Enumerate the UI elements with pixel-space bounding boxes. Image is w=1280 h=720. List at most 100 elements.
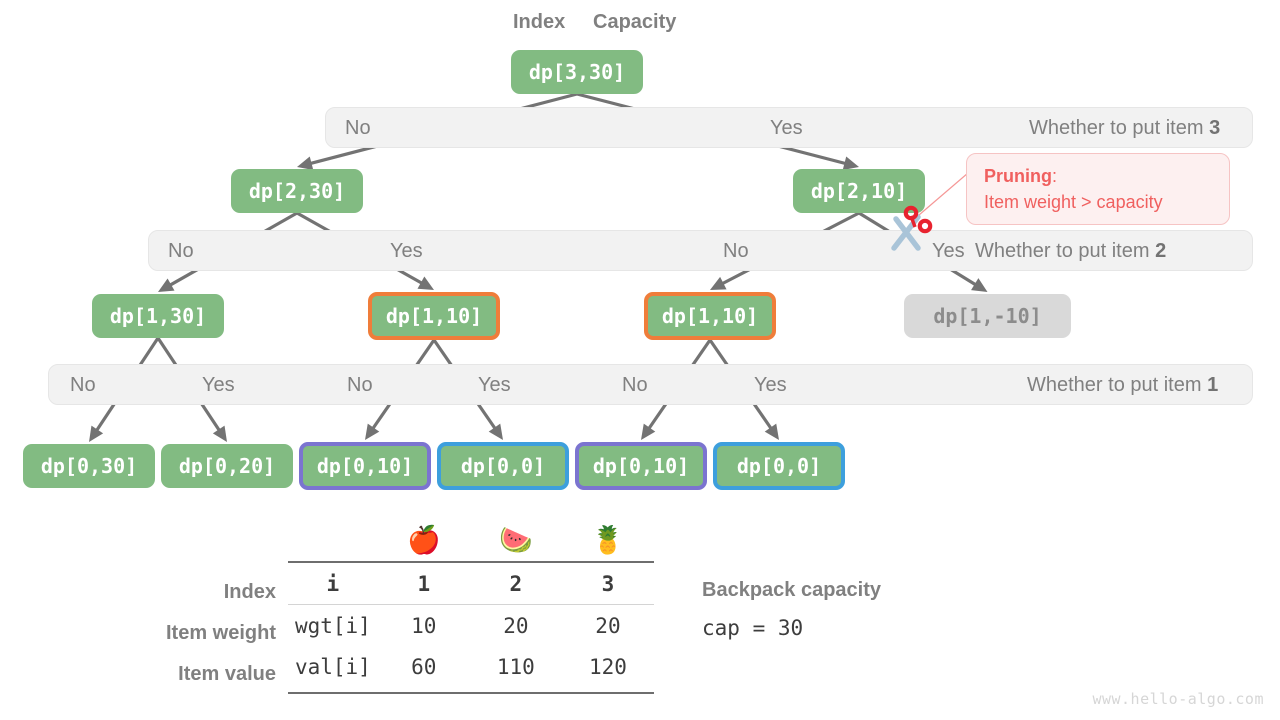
decision-band-band2 — [148, 230, 1253, 271]
band-title-item-number: 3 — [1209, 117, 1221, 139]
header-label-index: Index — [513, 11, 566, 33]
band-choice-band2-1-yes: Yes — [390, 240, 423, 262]
tree-node-l2b: dp[1,10] — [368, 292, 500, 340]
table-bottom-rule — [288, 692, 654, 694]
header-label-capacity: Capacity — [593, 11, 677, 33]
band-choice-band1-2-no: No — [347, 374, 373, 396]
scissors-handle-stem — [909, 215, 917, 228]
decision-band-band1 — [48, 364, 1253, 405]
edge-l2b-l3c-arrowhead — [365, 423, 380, 440]
table-row-header: Index — [223, 581, 276, 603]
table-cell-pineapple-icon: 🍍 — [562, 519, 654, 562]
tree-node-label: dp[0,10] — [592, 454, 690, 478]
tree-node-label: dp[0,0] — [460, 454, 546, 478]
tree-node-label: dp[0,30] — [40, 454, 138, 478]
tree-node-l3a: dp[0,30] — [23, 444, 155, 488]
tree-node-label: dp[1,10] — [661, 304, 759, 328]
band-choice-band1-3-yes: Yes — [478, 374, 511, 396]
edge-l2b-l3d-arrowhead — [488, 423, 503, 440]
band-choice-band2-3-yes: Yes — [932, 240, 965, 262]
band-title-text: Whether to put item — [1029, 117, 1210, 139]
tree-node-l3d: dp[0,0] — [437, 442, 569, 490]
band-choice-band1-5-yes: Yes — [754, 374, 787, 396]
edge-l2c-l3e-arrowhead — [641, 423, 656, 440]
tree-node-label: dp[0,10] — [316, 454, 414, 478]
decision-band-band3 — [325, 107, 1253, 148]
pruning-title: Pruning — [984, 166, 1052, 186]
tree-node-l2d: dp[1,-10] — [904, 294, 1071, 338]
band-title-band2: Whether to put item 2 — [975, 241, 1166, 261]
scissors-handle-lower — [917, 218, 933, 234]
band-choice-band1-1-yes: Yes — [202, 374, 235, 396]
tree-node-label: dp[1,30] — [109, 304, 207, 328]
tree-node-label: dp[1,-10] — [933, 304, 1042, 328]
table-cell: 20 — [469, 604, 562, 646]
band-choice-band3-0-no: No — [345, 117, 371, 139]
table-cell: 1 — [377, 561, 470, 605]
pruning-callout: Pruning: Item weight > capacity — [966, 153, 1230, 225]
edge-l2a-l3b-arrowhead — [212, 425, 227, 442]
band-choice-band1-4-no: No — [622, 374, 648, 396]
pruning-colon: : — [1052, 166, 1058, 186]
table-cell: 20 — [561, 604, 654, 646]
tree-node-l2c: dp[1,10] — [644, 292, 776, 340]
scissors-icon — [891, 205, 933, 251]
band-title-text: Whether to put item — [975, 240, 1156, 262]
table-row-key: wgt[i] — [288, 604, 378, 646]
tree-node-l3c: dp[0,10] — [299, 442, 431, 490]
band-title-item-number: 1 — [1207, 374, 1219, 396]
tree-node-label: dp[2,30] — [248, 179, 346, 203]
edge-l2c-l3f-arrowhead — [764, 423, 779, 440]
edge-l1b-l2c-arrowhead — [710, 276, 727, 290]
tree-node-label: dp[0,20] — [178, 454, 276, 478]
band-title-band1: Whether to put item 1 — [1027, 375, 1218, 395]
band-choice-band1-0-no: No — [70, 374, 96, 396]
apple-icon: 🍎 — [406, 524, 441, 556]
pruning-detail: Item weight > capacity — [984, 192, 1163, 212]
table-row-key: i — [288, 561, 378, 605]
tree-node-l1b: dp[2,10] — [793, 169, 925, 213]
table-cell-watermelon-icon: 🍉 — [470, 519, 562, 562]
watermark: www.hello-algo.com — [1092, 690, 1264, 708]
table-row-header: Item value — [178, 663, 276, 685]
table-cell: 120 — [588, 654, 627, 679]
table-row-key: val[i] — [294, 654, 371, 679]
tree-node-label: dp[2,10] — [810, 179, 908, 203]
band-choice-band2-2-no: No — [723, 240, 749, 262]
band-choice-band2-0-no: No — [168, 240, 194, 262]
tree-node-l2a: dp[1,30] — [92, 294, 224, 338]
tree-node-label: dp[1,10] — [385, 304, 483, 328]
tree-node-l3e: dp[0,10] — [575, 442, 707, 490]
tree-node-l3f: dp[0,0] — [713, 442, 845, 490]
band-title-text: Whether to put item — [1027, 374, 1208, 396]
scissors-blade-right — [893, 216, 921, 251]
table-cell-apple-icon: 🍎 — [378, 519, 470, 562]
table-cell: 60 — [411, 654, 437, 679]
edge-l1b-l2d-arrowhead — [971, 278, 988, 292]
edge-r-l1b-arrowhead — [842, 156, 859, 171]
capacity-title: Backpack capacity — [702, 579, 882, 601]
band-choice-band3-1-yes: Yes — [770, 117, 803, 139]
table-cell: 2 — [469, 561, 562, 605]
pruning-title-line: Pruning: — [984, 163, 1229, 189]
tree-node-r: dp[3,30] — [511, 50, 643, 94]
table-row-header: Item weight — [165, 622, 276, 644]
edge-l1a-l2a-arrowhead — [158, 278, 175, 292]
edge-r-l1a-arrowhead — [297, 156, 314, 170]
edge-l1a-l2b-arrowhead — [417, 276, 434, 290]
table-cell: 3 — [561, 561, 654, 605]
band-title-band3: Whether to put item 3 — [1029, 118, 1220, 138]
table-cell: 10 — [377, 604, 470, 646]
pineapple-icon: 🍍 — [591, 524, 625, 556]
tree-node-l3b: dp[0,20] — [161, 444, 293, 488]
tree-node-l1a: dp[2,30] — [231, 169, 363, 213]
watermelon-icon: 🍉 — [499, 524, 533, 556]
edge-l2a-l3a-arrowhead — [89, 425, 104, 442]
